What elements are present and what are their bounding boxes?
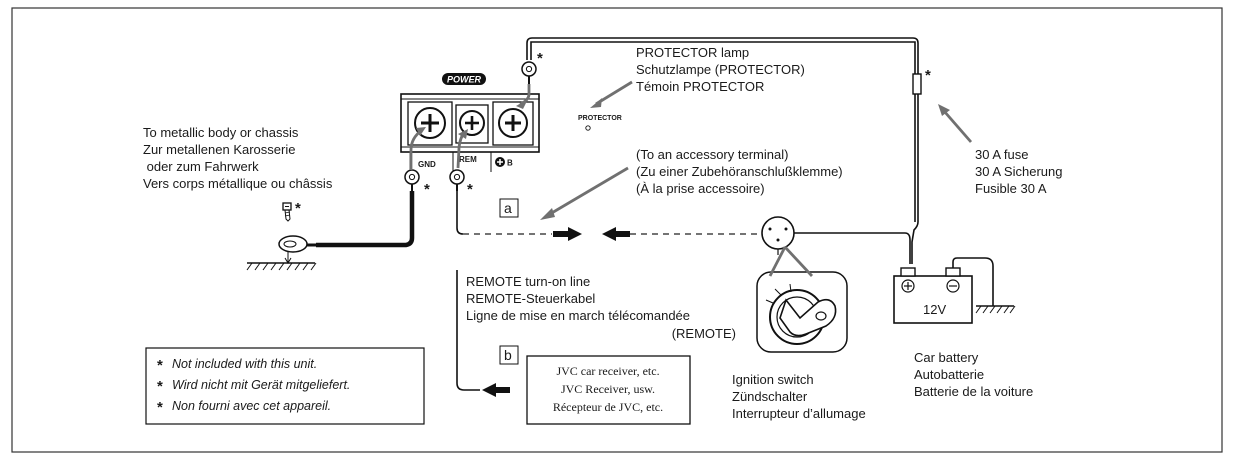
remote-to-receiver-wire bbox=[456, 270, 480, 391]
svg-text:Récepteur de JVC, etc.: Récepteur de JVC, etc. bbox=[553, 400, 663, 414]
svg-text:Fusible 30 A: Fusible 30 A bbox=[975, 181, 1047, 196]
protector-lamp-label: PROTECTOR lamp Schutzlampe (PROTECTOR) T… bbox=[636, 45, 805, 94]
svg-text:PROTECTOR lamp: PROTECTOR lamp bbox=[636, 45, 749, 60]
arrow-right-icon bbox=[553, 227, 582, 241]
remote-line-label: REMOTE turn-on line REMOTE-Steuerkabel L… bbox=[466, 274, 736, 341]
fuse-asterisk: * bbox=[925, 67, 931, 84]
chassis-ground-symbol bbox=[246, 262, 317, 271]
gnd-terminal-label: GND bbox=[418, 160, 436, 169]
protector-leader-arrow bbox=[595, 80, 633, 106]
car-battery-label: Car battery Autobatterie Batterie de la … bbox=[914, 350, 1033, 399]
diagram-frame bbox=[11, 7, 1223, 453]
plus-icon bbox=[495, 157, 505, 167]
svg-text:oder zum Fahrwerk: oder zum Fahrwerk bbox=[143, 159, 259, 174]
accessory-terminal-label: (To an accessory terminal) (Zu einer Zub… bbox=[636, 147, 843, 196]
b-ring-asterisk: * bbox=[537, 50, 543, 67]
protector-lamp-icon bbox=[585, 125, 591, 131]
svg-text:Ligne de mise en march télécom: Ligne de mise en march télécomandée bbox=[466, 308, 690, 323]
svg-text:REMOTE-Steuerkabel: REMOTE-Steuerkabel bbox=[466, 291, 595, 306]
receiver-box: JVC car receiver, etc. JVC Receiver, usw… bbox=[526, 355, 691, 425]
svg-text:Autobatterie: Autobatterie bbox=[914, 367, 984, 382]
note-line: Not included with this unit. bbox=[172, 357, 317, 371]
svg-text:Témoin PROTECTOR: Témoin PROTECTOR bbox=[636, 79, 764, 94]
screw-asterisk: * bbox=[295, 200, 301, 217]
ground-lug-icon bbox=[278, 235, 316, 264]
svg-text:JVC car receiver, etc.: JVC car receiver, etc. bbox=[556, 364, 659, 378]
svg-text:(REMOTE): (REMOTE) bbox=[672, 326, 736, 341]
svg-text:Zündschalter: Zündschalter bbox=[732, 389, 808, 404]
fuse-icon bbox=[912, 73, 922, 95]
svg-text:Interrupteur d’allumage: Interrupteur d’allumage bbox=[732, 406, 866, 421]
svg-text:30 A fuse: 30 A fuse bbox=[975, 147, 1029, 162]
svg-text:(To an accessory terminal): (To an accessory terminal) bbox=[636, 147, 788, 162]
svg-text:Batterie de la voiture: Batterie de la voiture bbox=[914, 384, 1033, 399]
gnd-ring-asterisk: * bbox=[424, 181, 430, 198]
battery-lead-wire bbox=[526, 37, 919, 264]
ground-target-label: To metallic body or chassis Zur metallen… bbox=[143, 125, 333, 191]
b-terminal-label: B bbox=[507, 159, 513, 168]
footnote-box: * Not included with this unit. * Wird ni… bbox=[145, 347, 425, 425]
note-asterisk: * bbox=[157, 357, 163, 374]
arrow-left-receiver-icon bbox=[482, 383, 510, 397]
svg-text:Zur metallenen Karosserie: Zur metallenen Karosserie bbox=[143, 142, 295, 157]
rem-ring-asterisk: * bbox=[467, 181, 473, 198]
arrow-left-icon bbox=[602, 227, 630, 241]
power-logo: POWER bbox=[447, 75, 482, 85]
svg-text:b: b bbox=[504, 347, 512, 363]
rem-terminal-label: REM bbox=[459, 155, 477, 164]
accessory-leader-arrow bbox=[549, 166, 629, 216]
screw-icon bbox=[282, 202, 292, 222]
tag-b: b bbox=[499, 345, 519, 365]
ground-lead-wire bbox=[316, 191, 415, 248]
svg-text:a: a bbox=[504, 200, 512, 216]
svg-text:Ignition switch: Ignition switch bbox=[732, 372, 814, 387]
battery-voltage: 12V bbox=[923, 302, 946, 317]
battery-icon: 12V bbox=[893, 257, 1016, 324]
fuse-label: 30 A fuse 30 A Sicherung Fusible 30 A bbox=[975, 147, 1062, 196]
svg-text:Schutzlampe (PROTECTOR): Schutzlampe (PROTECTOR) bbox=[636, 62, 805, 77]
note-asterisk: * bbox=[157, 399, 163, 416]
amplifier-terminal-block: POWER GND REM B PROTECTOR bbox=[400, 73, 622, 172]
svg-text:Vers corps métallique ou châss: Vers corps métallique ou châssis bbox=[143, 176, 333, 191]
svg-text:REMOTE turn-on line: REMOTE turn-on line bbox=[466, 274, 590, 289]
svg-text:(Zu einer Zubehöranschlußklemm: (Zu einer Zubehöranschlußklemme) bbox=[636, 164, 843, 179]
tag-a: a bbox=[499, 198, 519, 218]
fuse-leader-arrow bbox=[942, 110, 973, 143]
svg-text:30 A Sicherung: 30 A Sicherung bbox=[975, 164, 1062, 179]
note-asterisk: * bbox=[157, 378, 163, 395]
note-line: Non fourni avec cet appareil. bbox=[172, 399, 331, 413]
protector-indicator-label: PROTECTOR bbox=[578, 115, 622, 122]
remote-lead-wire bbox=[456, 191, 464, 235]
ignition-switch-icon bbox=[756, 216, 911, 353]
note-line: Wird nicht mit Gerät mitgeliefert. bbox=[172, 378, 350, 392]
svg-text:To metallic body or chassis: To metallic body or chassis bbox=[143, 125, 299, 140]
svg-text:Car battery: Car battery bbox=[914, 350, 979, 365]
svg-text:(À la prise accessoire): (À la prise accessoire) bbox=[636, 181, 765, 196]
ignition-switch-label: Ignition switch Zündschalter Interrupteu… bbox=[732, 372, 866, 421]
svg-text:JVC Receiver, usw.: JVC Receiver, usw. bbox=[561, 382, 655, 396]
